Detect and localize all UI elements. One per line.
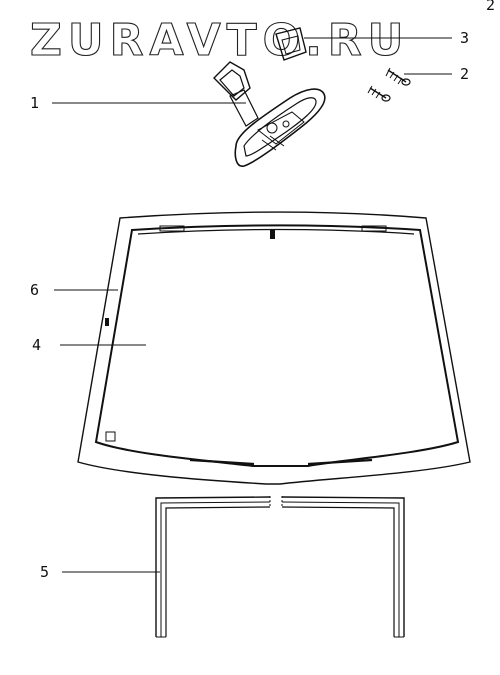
screws <box>367 67 411 102</box>
callout-6: 6 <box>30 281 39 299</box>
watermark-text: ZURAVTO.RU <box>30 15 409 66</box>
callout-3: 3 <box>460 29 469 47</box>
callout-5: 5 <box>40 563 49 581</box>
leader-lines <box>52 37 452 573</box>
callout-2: 2 <box>460 65 469 83</box>
windshield-glass <box>77 211 471 485</box>
corner-mark: 2 <box>486 0 495 14</box>
rear-view-mirror <box>213 61 326 167</box>
mirror-bracket <box>275 27 307 61</box>
callout-1: 1 <box>30 94 39 112</box>
windshield-moulding <box>155 496 405 638</box>
callout-4: 4 <box>32 336 41 354</box>
